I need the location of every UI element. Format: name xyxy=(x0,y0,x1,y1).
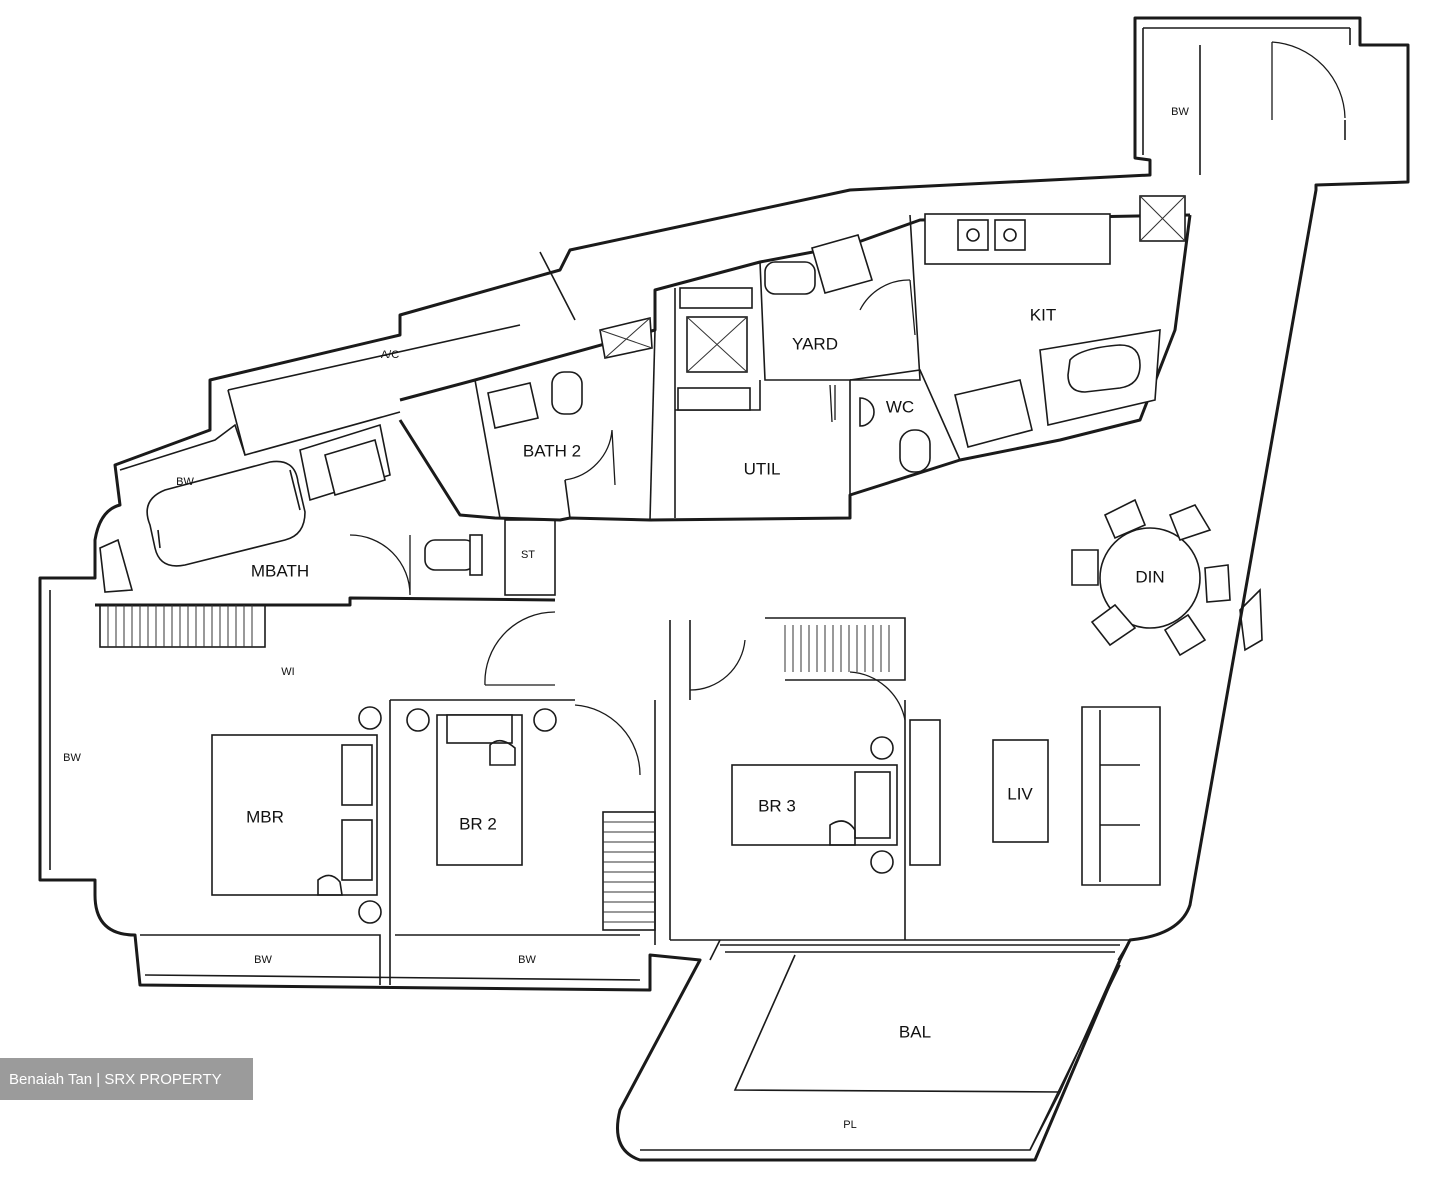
balcony xyxy=(640,939,1131,1151)
label-br3: BR 3 xyxy=(758,796,796,815)
label-mbath: MBATH xyxy=(251,561,309,580)
label-bw-left: BW xyxy=(63,752,81,764)
label-liv: LIV xyxy=(1007,784,1033,803)
label-din: DIN xyxy=(1135,567,1164,586)
service-block-walls xyxy=(299,213,1192,522)
label-br2: BR 2 xyxy=(459,814,497,833)
living-furniture xyxy=(992,498,1263,886)
label-yard: YARD xyxy=(792,334,838,353)
entrance-door xyxy=(1199,41,1346,175)
outer-walls xyxy=(38,16,1410,1162)
label-bath2: BATH 2 xyxy=(523,441,581,460)
label-bw-top: BW xyxy=(176,476,194,488)
label-st: ST xyxy=(521,549,535,561)
label-bw-bottom-left: BW xyxy=(254,954,272,966)
label-ac: A/C xyxy=(381,349,399,361)
label-wi: WI xyxy=(281,666,294,678)
label-pl: PL xyxy=(843,1119,856,1131)
label-bal: BAL xyxy=(899,1022,931,1041)
label-bw-bottom-mid: BW xyxy=(518,954,536,966)
wardrobes xyxy=(99,604,906,931)
label-mbr: MBR xyxy=(246,807,284,826)
room-labels: A/C BW BW MBATH BATH 2 YARD KIT UTIL WC … xyxy=(63,106,1189,1131)
watermark: Benaiah Tan | SRX PROPERTY xyxy=(0,1058,253,1100)
bedroom-furniture xyxy=(211,706,941,924)
label-util: UTIL xyxy=(744,459,781,478)
ac-ledge xyxy=(119,251,576,471)
store-room xyxy=(99,519,556,596)
label-wc: WC xyxy=(886,397,914,416)
label-bw-entry: BW xyxy=(1171,106,1189,118)
interior-doors xyxy=(349,279,916,776)
label-kit: KIT xyxy=(1030,305,1056,324)
sanitary-fixtures xyxy=(146,195,1186,576)
